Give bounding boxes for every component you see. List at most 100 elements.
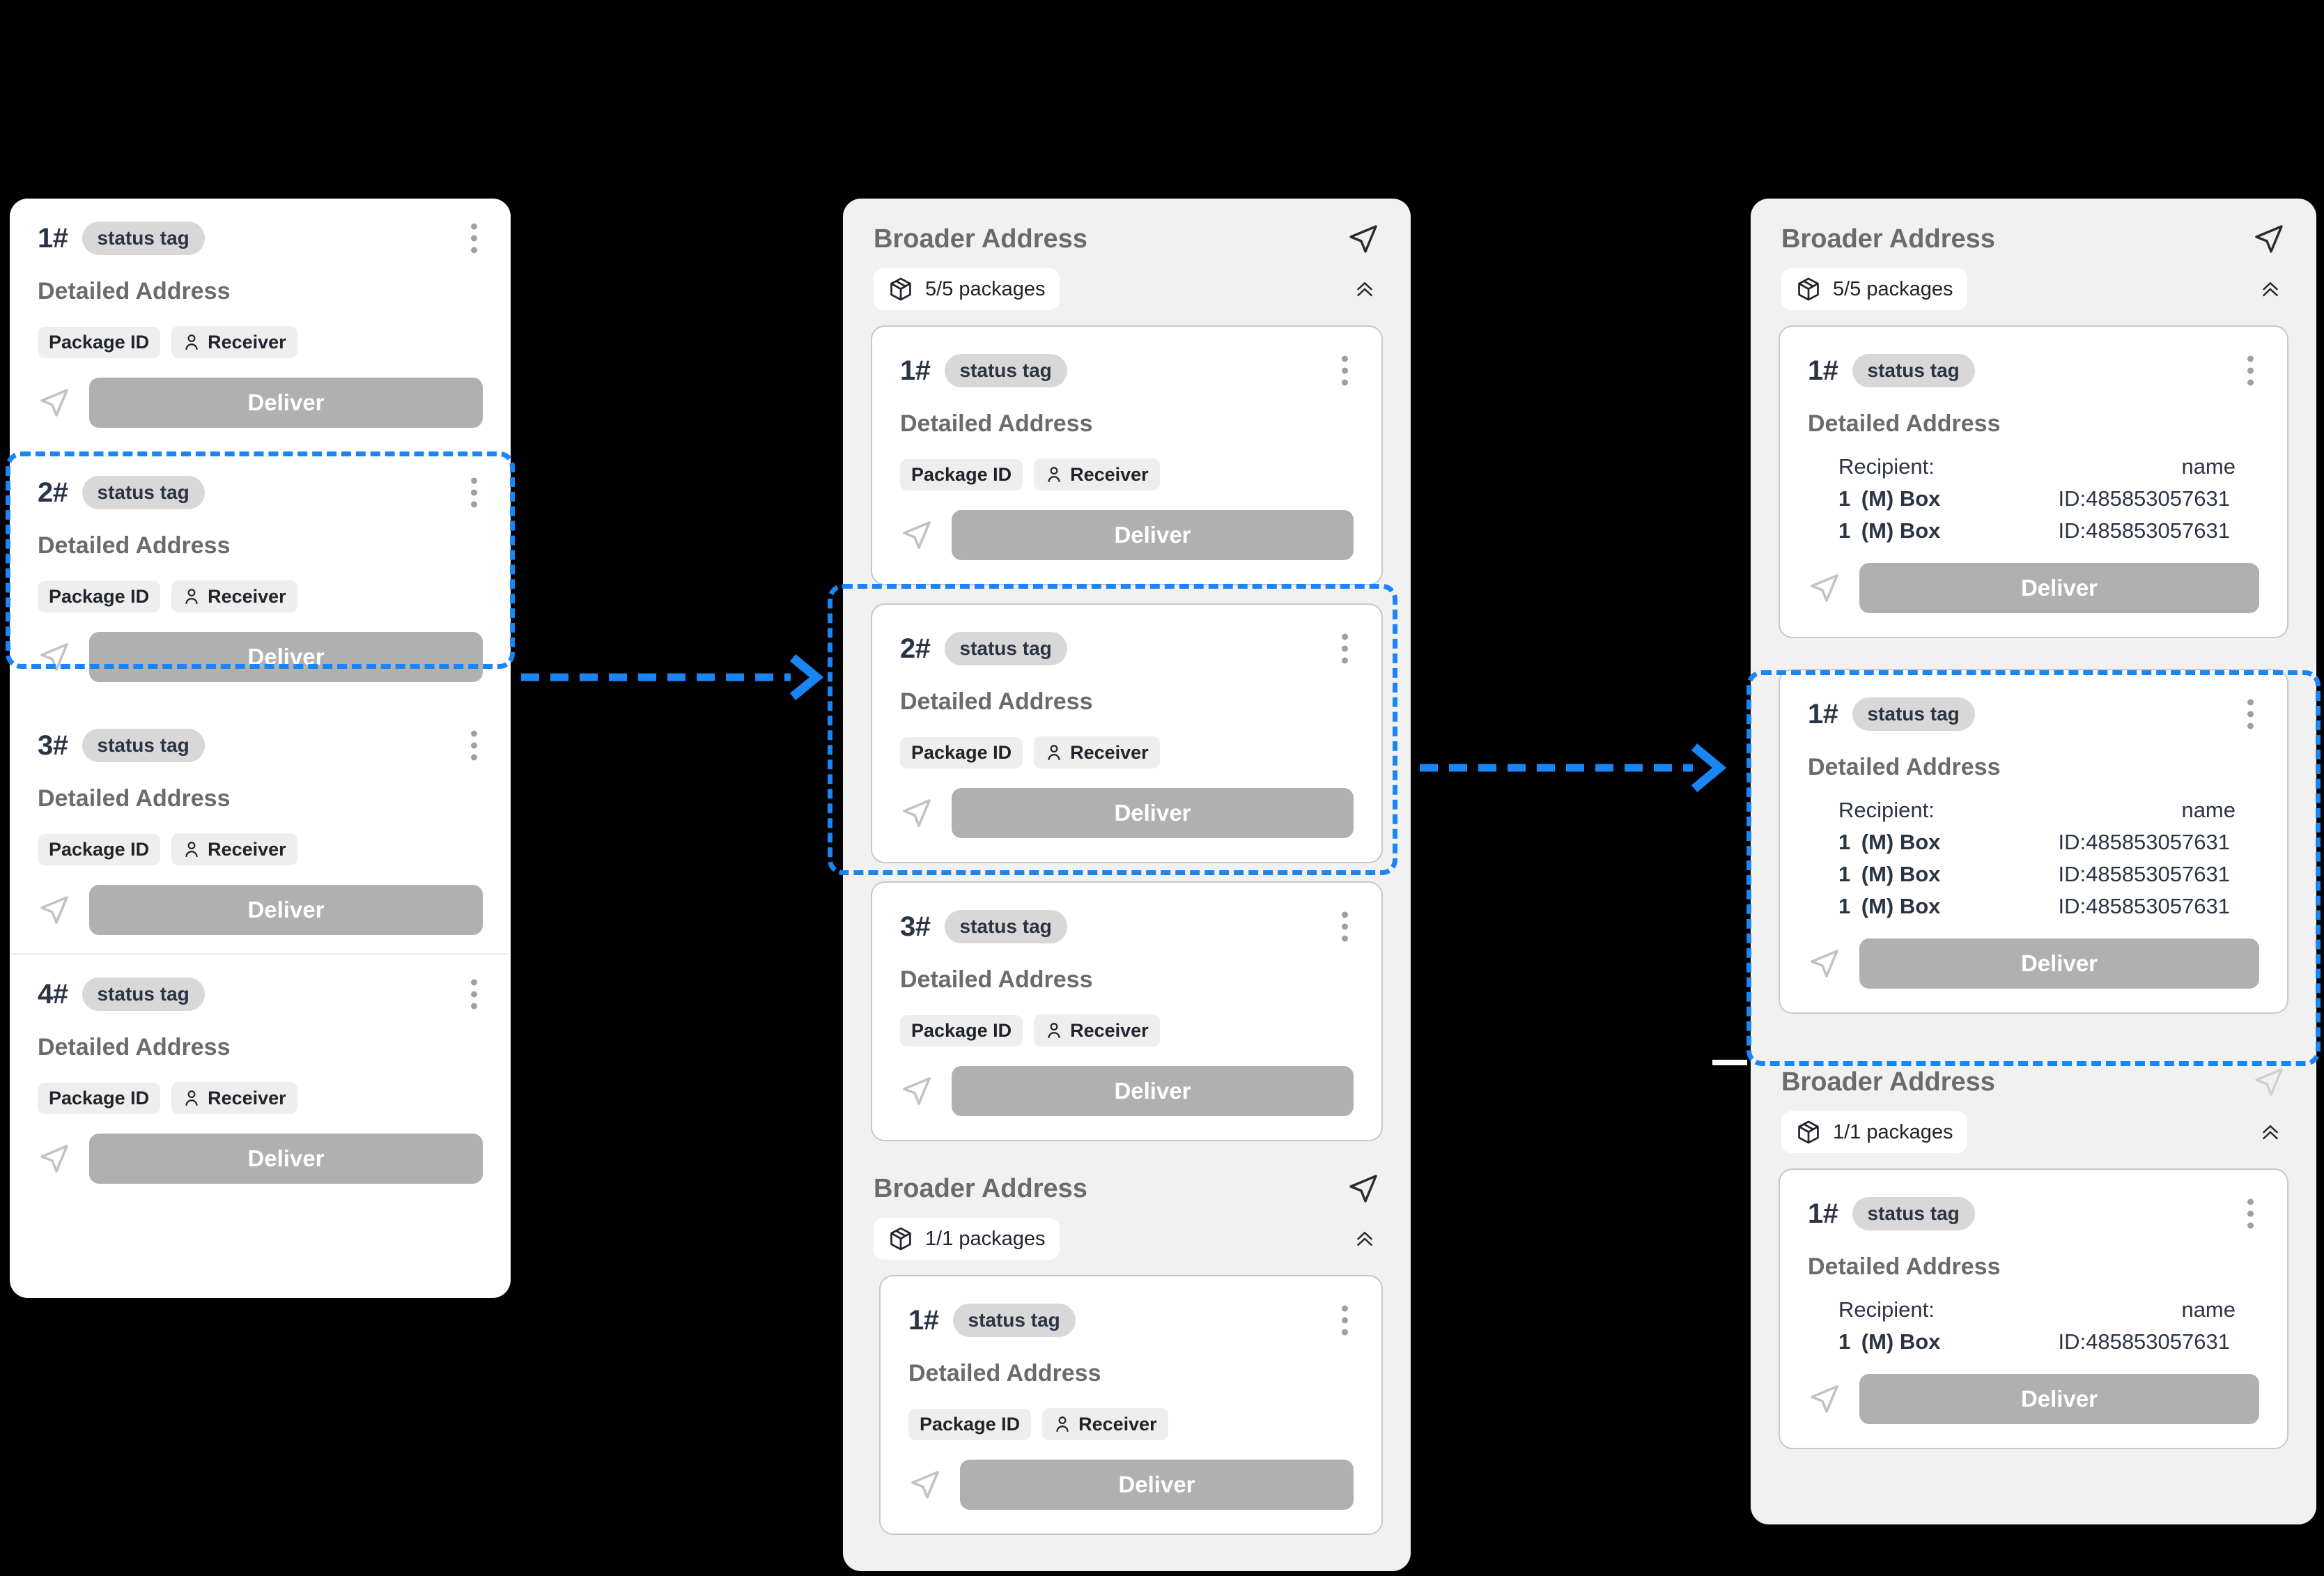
receiver-chip[interactable]: Receiver xyxy=(1042,1408,1168,1440)
package-card[interactable]: 1# status tag Detailed Address Recipient… xyxy=(1779,669,2288,1014)
deliver-row: Deliver xyxy=(900,1066,1354,1116)
chip-row: Package ID Receiver xyxy=(900,1014,1354,1046)
chevron-double-up-icon[interactable] xyxy=(1349,1223,1380,1254)
deliver-button[interactable]: Deliver xyxy=(89,885,483,935)
detailed-address-label: Detailed Address xyxy=(38,785,231,812)
send-navigation-icon[interactable] xyxy=(38,893,71,927)
receiver-chip[interactable]: Receiver xyxy=(171,1082,297,1114)
deliver-button[interactable]: Deliver xyxy=(1859,938,2259,989)
receiver-chip[interactable]: Receiver xyxy=(1034,1014,1160,1046)
package-card[interactable]: 3# status tag Detailed Address Package I… xyxy=(10,706,511,953)
chevron-double-up-icon[interactable] xyxy=(1349,274,1380,304)
package-card[interactable]: 1# status tag Detailed Address Package I… xyxy=(10,199,511,446)
status-badge: status tag xyxy=(1852,1197,1975,1230)
recipient-label: Recipient: xyxy=(1838,1297,1935,1322)
detailed-address-label: Detailed Address xyxy=(38,278,231,304)
package-id-chip[interactable]: Package ID xyxy=(908,1408,1032,1440)
kebab-menu-icon[interactable] xyxy=(2242,353,2259,389)
send-navigation-icon[interactable] xyxy=(2252,222,2286,256)
send-navigation-icon[interactable] xyxy=(908,1468,942,1501)
send-navigation-icon[interactable] xyxy=(1808,571,1841,605)
package-id-chip[interactable]: Package ID xyxy=(38,580,161,612)
kebab-menu-icon[interactable] xyxy=(1336,1303,1354,1338)
person-icon xyxy=(185,1090,198,1106)
deliver-button[interactable]: Deliver xyxy=(89,632,483,682)
package-box-icon xyxy=(1798,277,1819,301)
receiver-chip[interactable]: Receiver xyxy=(1034,736,1160,768)
deliver-button[interactable]: Deliver xyxy=(952,1066,1354,1116)
packages-count-pill[interactable]: 1/1 packages xyxy=(874,1218,1060,1260)
send-navigation-icon[interactable] xyxy=(38,640,71,674)
kebab-menu-icon[interactable] xyxy=(465,221,483,256)
card-number: 1# xyxy=(908,1304,939,1336)
package-card[interactable]: 3# status tag Detailed Address Package I… xyxy=(871,881,1383,1141)
send-navigation-icon[interactable] xyxy=(900,796,934,830)
package-id-chip[interactable]: Package ID xyxy=(38,326,161,358)
send-navigation-icon[interactable] xyxy=(900,518,934,552)
package-id-chip[interactable]: Package ID xyxy=(900,736,1023,768)
package-card[interactable]: 4# status tag Detailed Address Package I… xyxy=(10,955,511,1202)
detailed-address-label: Detailed Address xyxy=(900,410,1093,437)
kebab-menu-icon[interactable] xyxy=(2242,1196,2259,1232)
send-navigation-icon[interactable] xyxy=(1808,947,1841,980)
send-navigation-icon[interactable] xyxy=(1347,222,1380,256)
package-id-chip[interactable]: Package ID xyxy=(38,833,161,865)
package-id-chip[interactable]: Package ID xyxy=(900,458,1023,490)
kebab-menu-icon[interactable] xyxy=(2242,697,2259,732)
kebab-menu-icon[interactable] xyxy=(465,728,483,764)
packages-count-pill[interactable]: 5/5 packages xyxy=(874,268,1060,310)
kebab-menu-icon[interactable] xyxy=(465,977,483,1012)
deliver-button[interactable]: Deliver xyxy=(89,1134,483,1184)
chevron-double-up-icon[interactable] xyxy=(2255,274,2286,304)
person-icon xyxy=(185,842,198,857)
deliver-button[interactable]: Deliver xyxy=(960,1460,1354,1510)
send-navigation-icon[interactable] xyxy=(1347,1172,1380,1205)
package-card[interactable]: 1# status tag Detailed Address Package I… xyxy=(871,325,1383,585)
packages-count-pill[interactable]: 5/5 packages xyxy=(1781,268,1967,310)
recipient-label: Recipient: xyxy=(1838,798,1935,822)
detailed-address-label: Detailed Address xyxy=(908,1360,1101,1386)
package-card[interactable]: 2# status tag Detailed Address Package I… xyxy=(10,446,511,706)
deliver-button[interactable]: Deliver xyxy=(952,788,1354,838)
package-id-chip[interactable]: Package ID xyxy=(38,1082,161,1114)
package-id-chip[interactable]: Package ID xyxy=(900,1014,1023,1046)
packages-count-label: 1/1 packages xyxy=(1833,1120,1953,1143)
box-qty-size: 1 (M) Box xyxy=(1838,1329,1941,1354)
receiver-chip[interactable]: Receiver xyxy=(171,833,297,865)
receiver-chip[interactable]: Receiver xyxy=(171,580,297,612)
deliver-button[interactable]: Deliver xyxy=(1859,563,2259,613)
kebab-menu-icon[interactable] xyxy=(1336,631,1354,667)
deliver-button[interactable]: Deliver xyxy=(89,378,483,428)
receiver-chip[interactable]: Receiver xyxy=(1034,458,1160,490)
card-header: 1# status tag xyxy=(1808,1195,2259,1233)
send-navigation-icon[interactable] xyxy=(38,1142,71,1175)
kebab-menu-icon[interactable] xyxy=(1336,353,1354,389)
packages-count-label: 5/5 packages xyxy=(925,277,1046,300)
person-icon xyxy=(185,334,198,350)
box-id: ID:485853057631 xyxy=(2058,830,2230,854)
send-navigation-icon[interactable] xyxy=(38,386,71,419)
receiver-label: Receiver xyxy=(208,331,286,353)
deliver-button[interactable]: Deliver xyxy=(952,510,1354,560)
kebab-menu-icon[interactable] xyxy=(465,475,483,511)
package-card[interactable]: 2# status tag Detailed Address Package I… xyxy=(871,603,1383,863)
package-card[interactable]: 1# status tag Detailed Address Recipient… xyxy=(1779,325,2288,638)
receiver-chip[interactable]: Receiver xyxy=(171,326,297,358)
arrow-left-to-mid xyxy=(521,654,824,701)
packages-count-pill[interactable]: 1/1 packages xyxy=(1781,1111,1967,1153)
package-card[interactable]: 1# status tag Detailed Address Recipient… xyxy=(1779,1168,2288,1449)
box-row: 1 (M) Box ID:485853057631 xyxy=(1808,1329,2259,1354)
chevron-double-up-icon[interactable] xyxy=(2255,1117,2286,1148)
deliver-row: Deliver xyxy=(900,510,1354,560)
kebab-menu-icon[interactable] xyxy=(1336,909,1354,945)
card-number: 1# xyxy=(1808,698,1838,729)
send-navigation-icon[interactable] xyxy=(1808,1382,1841,1416)
package-card[interactable]: 1# status tag Detailed Address Package I… xyxy=(879,1275,1383,1535)
deliver-button[interactable]: Deliver xyxy=(1859,1374,2259,1424)
card-number: 3# xyxy=(900,911,931,942)
group-subheader: 1/1 packages xyxy=(843,1205,1411,1260)
send-navigation-icon[interactable] xyxy=(900,1074,934,1108)
package-id-label: Package ID xyxy=(911,1019,1012,1041)
send-navigation-icon[interactable] xyxy=(2252,1065,2286,1099)
status-badge: status tag xyxy=(82,476,205,509)
